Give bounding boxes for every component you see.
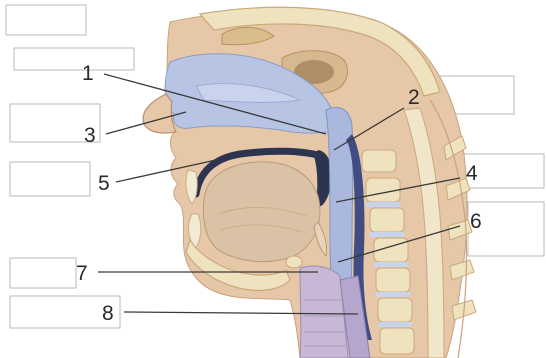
vertebra-1 (362, 150, 396, 172)
vertebra-7 (380, 328, 414, 354)
answer-box-top-left[interactable] (6, 5, 86, 35)
disc-6 (378, 322, 412, 327)
vertebra-3 (370, 208, 404, 232)
disc-5 (376, 292, 410, 297)
label-2: 2 (408, 86, 420, 109)
vertebra-5 (376, 268, 410, 292)
label-7: 7 (76, 262, 88, 285)
hyoid-bone (286, 256, 302, 268)
label-6: 6 (470, 210, 482, 233)
label-4: 4 (466, 162, 478, 185)
label-5: 5 (98, 172, 110, 195)
answer-box-5[interactable] (10, 162, 90, 196)
head-sagittal-section (143, 7, 476, 358)
disc-2 (366, 202, 400, 207)
vertebra-6 (378, 298, 412, 322)
tongue (203, 162, 320, 262)
nose (143, 94, 176, 133)
label-1: 1 (82, 62, 94, 85)
disc-3 (370, 232, 404, 237)
label-8: 8 (102, 302, 114, 325)
disc-4 (374, 262, 408, 267)
answer-box-7[interactable] (10, 258, 76, 288)
label-3: 3 (84, 124, 96, 147)
answer-box-1[interactable] (14, 48, 134, 70)
